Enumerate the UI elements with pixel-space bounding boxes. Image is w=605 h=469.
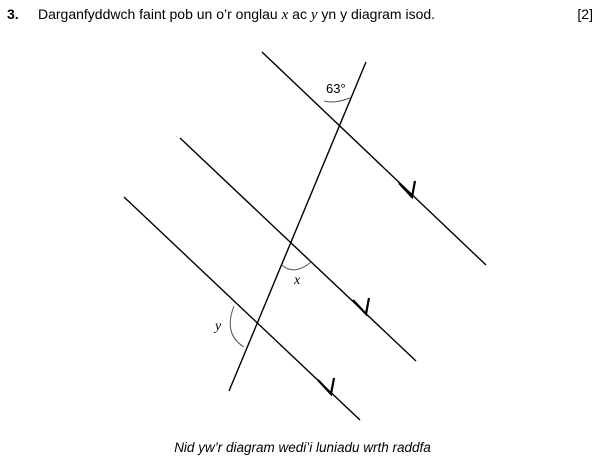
question-variable-x: x bbox=[281, 7, 289, 23]
question-variable-y: y bbox=[310, 7, 318, 23]
angle-arc-63 bbox=[323, 97, 351, 103]
angle-y-label: y bbox=[213, 319, 222, 334]
parallel-lines-diagram: 63° x y bbox=[123, 51, 487, 421]
question-marks: [2] bbox=[577, 6, 593, 22]
parallel-line-top bbox=[261, 51, 487, 266]
given-angle-label: 63° bbox=[326, 81, 346, 96]
parallel-arrow-middle bbox=[352, 297, 371, 317]
angle-arc-y bbox=[229, 305, 245, 348]
question-text-part-3: yn y diagram isod. bbox=[317, 6, 436, 22]
diagram-caption: Nid yw’r diagram wedi’i luniadu wrth rad… bbox=[174, 440, 431, 455]
angle-x-label: x bbox=[293, 273, 301, 288]
parallel-arrow-top bbox=[398, 180, 417, 200]
parallel-line-middle bbox=[179, 137, 417, 362]
transversal-line bbox=[228, 61, 367, 392]
parallel-arrow-bottom bbox=[317, 377, 336, 397]
question-number: 3. bbox=[7, 6, 19, 22]
question-text-part-1: Darganfyddwch faint pob un o’r onglau bbox=[38, 6, 282, 22]
angle-arc-x bbox=[281, 261, 312, 271]
question-text-part-2: ac bbox=[288, 6, 311, 22]
question-text: Darganfyddwch faint pob un o’r onglau x … bbox=[38, 6, 435, 24]
